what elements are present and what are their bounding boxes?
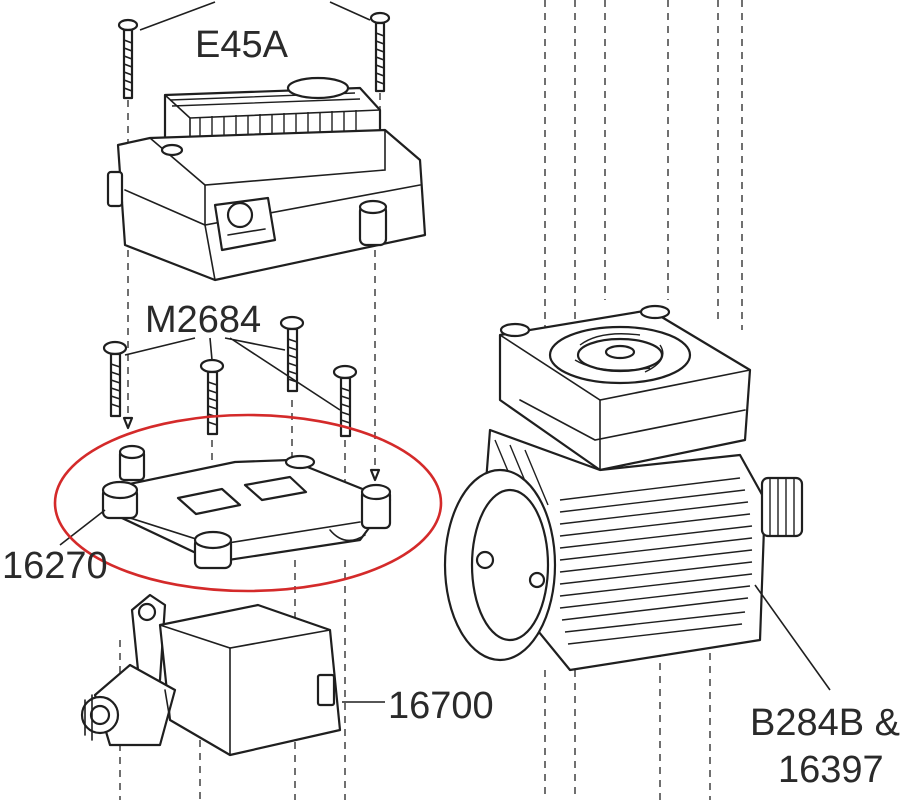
label-motor-line2: 16397 [778, 749, 884, 791]
label-plate: 16270 [2, 545, 108, 587]
screws-leaders [124, 337, 341, 411]
plate-post-left [101, 480, 139, 520]
screw-1 [102, 340, 128, 418]
plate-post-front [193, 530, 233, 570]
mounting-plate [59, 444, 392, 570]
screw-2 [199, 358, 225, 436]
label-esc: E45A [195, 24, 289, 66]
motor-fins [494, 439, 753, 645]
motor-unit [443, 304, 831, 691]
esc-unit [106, 1, 427, 282]
plate-leader [59, 509, 106, 546]
mounting-screws [102, 315, 381, 482]
guide-lines [119, 0, 743, 800]
screw-3 [279, 315, 305, 393]
motor-leader [754, 584, 831, 691]
arrow-left [122, 416, 134, 430]
esc-screw-left [117, 18, 139, 150]
esc-switch [213, 196, 277, 252]
plate-post-back [118, 444, 146, 482]
esc-leader-right [329, 1, 371, 21]
screw-4 [332, 364, 358, 438]
motor-pinion [760, 476, 804, 538]
label-servo: 16700 [388, 685, 494, 727]
label-motor-line1: B284B & [750, 702, 900, 744]
plate-post-right [360, 483, 392, 530]
servo-unit [80, 593, 385, 757]
esc-leader-left [139, 1, 216, 31]
highlight-circle [53, 413, 443, 593]
label-screws: M2684 [145, 299, 261, 341]
arrow-right [369, 468, 381, 482]
